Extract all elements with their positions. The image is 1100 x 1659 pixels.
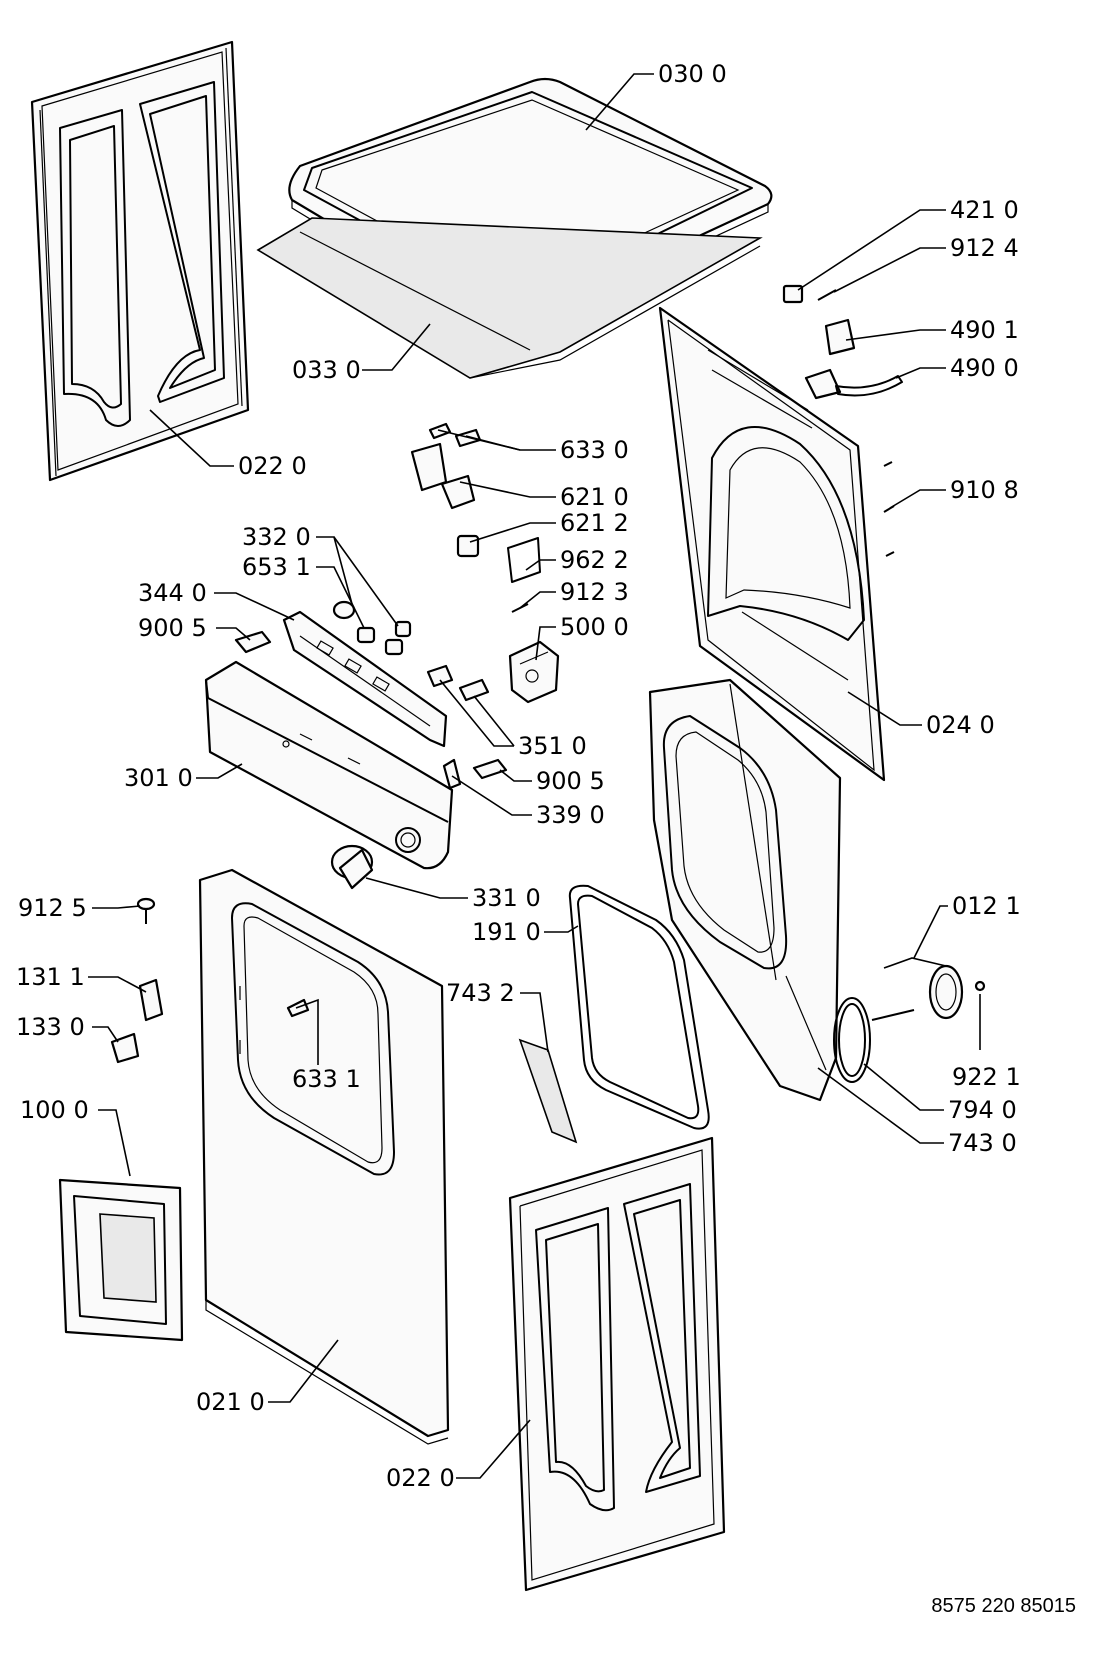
callout-910-8: 910 8	[950, 476, 1019, 504]
callout-621-0: 621 0	[560, 483, 629, 511]
callout-653-1: 653 1	[242, 553, 311, 581]
callout-131-1: 131 1	[16, 963, 85, 991]
screw-drawing-c	[136, 897, 156, 924]
callout-344-0: 344 0	[138, 579, 207, 607]
callout-024-0: 024 0	[926, 711, 995, 739]
callout-033-0: 033 0	[292, 356, 361, 384]
callout-332-0: 332 0	[242, 523, 311, 551]
front-bulkhead-drawing	[648, 678, 842, 1102]
callout-191-0: 191 0	[472, 918, 541, 946]
callout-339-0: 339 0	[536, 801, 605, 829]
cord-clip-drawing	[782, 284, 837, 304]
callout-100-0: 100 0	[20, 1096, 89, 1124]
callout-743-2: 743 2	[446, 979, 515, 1007]
callout-labels: 030 0 033 0 022 0 421 0 912 4 490 1 490 …	[16, 60, 1021, 1492]
callout-500-0: 500 0	[560, 613, 629, 641]
callout-621-2: 621 2	[560, 509, 629, 537]
door-seal-drawing	[568, 884, 710, 1130]
buttons-drawing	[332, 600, 412, 656]
callout-133-0: 133 0	[16, 1013, 85, 1041]
callout-912-3: 912 3	[560, 578, 629, 606]
screws-drawing-b	[883, 461, 895, 557]
callout-794-0: 794 0	[948, 1096, 1017, 1124]
callout-912-5: 912 5	[18, 894, 87, 922]
side-panel-left-drawing	[30, 40, 250, 482]
callout-331-0: 331 0	[472, 884, 541, 912]
callout-633-0: 633 0	[560, 436, 629, 464]
side-panel-right-drawing	[508, 1136, 726, 1592]
clip-drawing-a	[234, 630, 272, 654]
callout-633-1: 633 1	[292, 1065, 361, 1093]
support-plate-drawing	[256, 217, 763, 379]
callout-022-0-top: 022 0	[238, 452, 307, 480]
callout-021-0: 021 0	[196, 1388, 265, 1416]
callout-743-0: 743 0	[948, 1129, 1017, 1157]
callout-912-4: 912 4	[950, 234, 1019, 262]
callout-490-0: 490 0	[950, 354, 1019, 382]
callout-301-0: 301 0	[124, 764, 193, 792]
control-panel-fascia-drawing	[204, 660, 454, 870]
handle-recess-drawing	[58, 1178, 184, 1342]
indicator-lamps-drawing	[426, 664, 490, 702]
label-sticker-drawing	[507, 537, 541, 583]
leader-lines	[88, 73, 981, 1479]
door-hinge-drawing	[110, 978, 164, 1064]
callout-030-0: 030 0	[658, 60, 727, 88]
callout-900-5-left: 900 5	[138, 614, 207, 642]
door-switch-parts-drawing	[410, 422, 482, 558]
fan-assembly-drawing	[833, 964, 986, 1083]
filter-sheet-drawing	[518, 1038, 578, 1144]
front-panel-drawing	[198, 868, 450, 1445]
callout-351-0: 351 0	[518, 732, 587, 760]
timer-drawing	[508, 640, 560, 704]
drawing-reference-number: 8575 220 85015	[931, 1595, 1076, 1617]
callout-962-2: 962 2	[560, 546, 629, 574]
clip-drawing-b	[472, 758, 508, 780]
small-latch-drawing	[442, 758, 462, 790]
control-bracket-drawing	[282, 610, 448, 748]
callout-922-1: 922 1	[952, 1063, 1021, 1091]
program-knob-drawing	[330, 844, 374, 890]
mains-cord-drawing	[804, 318, 903, 400]
callout-490-1: 490 1	[950, 316, 1019, 344]
rear-panel-drawing	[658, 306, 886, 782]
callout-022-0-bottom: 022 0	[386, 1464, 455, 1492]
callout-900-5-right: 900 5	[536, 767, 605, 795]
callout-012-1: 012 1	[952, 892, 1021, 920]
callout-421-0: 421 0	[950, 196, 1019, 224]
